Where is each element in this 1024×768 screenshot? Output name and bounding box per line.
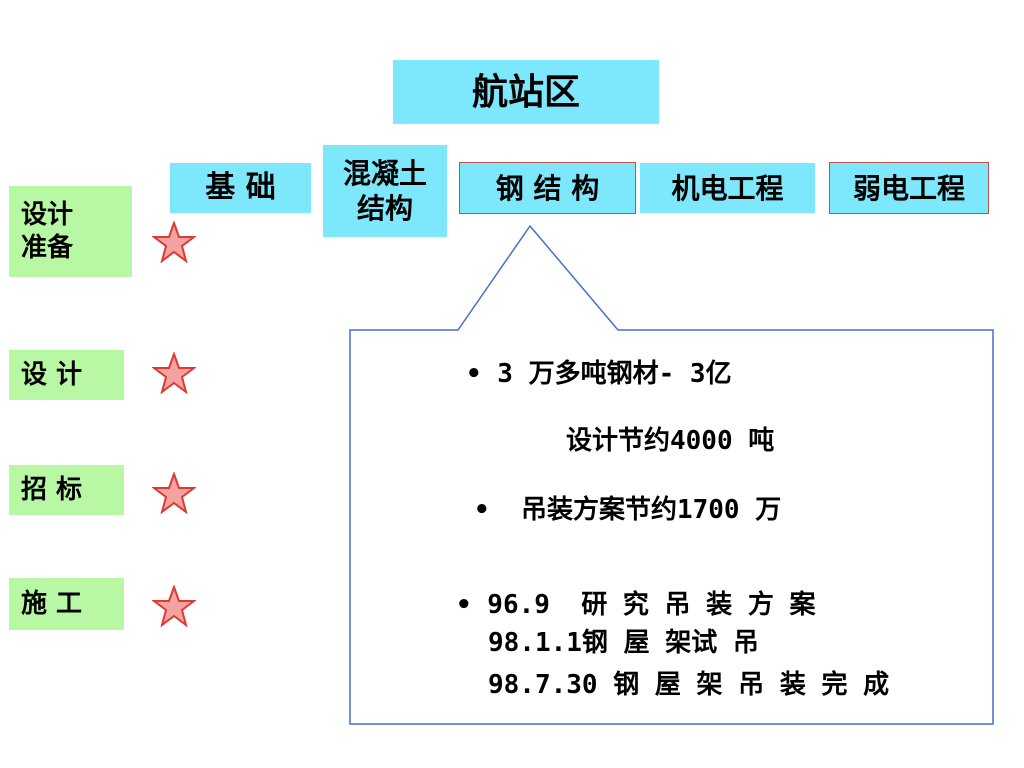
- phase-construction: 施 工: [9, 578, 124, 630]
- category-electromechanical: 机电工程: [640, 163, 815, 213]
- phase-design-label: 设 计: [21, 359, 83, 390]
- category-electromechanical-label: 机电工程: [671, 171, 784, 205]
- phase-design: 设 计: [9, 350, 124, 400]
- callout-line-trial-hoist: 98.1.1钢 屋 架试 吊: [488, 628, 759, 658]
- category-foundation-label: 基 础: [205, 170, 276, 206]
- star-icon: [152, 585, 196, 627]
- callout-line-design-saving: 设计节约4000 吨: [566, 426, 775, 456]
- phase-construction-label: 施 工: [21, 588, 83, 619]
- callout-line-research: • 96.9 研 究 吊 装 方 案: [456, 590, 816, 620]
- category-concrete-structure: 混凝土 结构: [323, 145, 447, 237]
- category-concrete-label: 混凝土 结构: [342, 157, 427, 225]
- phase-tender: 招 标: [9, 465, 124, 515]
- star-icon: [152, 472, 196, 514]
- category-low-voltage: 弱电工程: [829, 162, 989, 214]
- title-text: 航站区: [471, 70, 580, 113]
- callout-line-hoisting-saving: • 吊装方案节约1700 万: [474, 495, 782, 525]
- callout-line-hoist-complete: 98.7.30 钢 屋 架 吊 装 完 成: [488, 670, 890, 700]
- star-icon: [152, 221, 196, 263]
- callout-line-steel-volume: • 3 万多吨钢材- 3亿: [466, 359, 732, 389]
- phase-design-prep-label: 设计 准备: [21, 200, 74, 263]
- category-foundation: 基 础: [170, 163, 311, 213]
- star-icon: [152, 352, 196, 394]
- title-box: 航站区: [393, 60, 659, 124]
- category-low-voltage-label: 弱电工程: [852, 171, 965, 205]
- category-steel-label: 钢 结 构: [495, 171, 600, 205]
- category-steel-structure: 钢 结 构: [459, 162, 636, 214]
- phase-design-prep: 设计 准备: [9, 186, 132, 277]
- phase-tender-label: 招 标: [21, 474, 83, 505]
